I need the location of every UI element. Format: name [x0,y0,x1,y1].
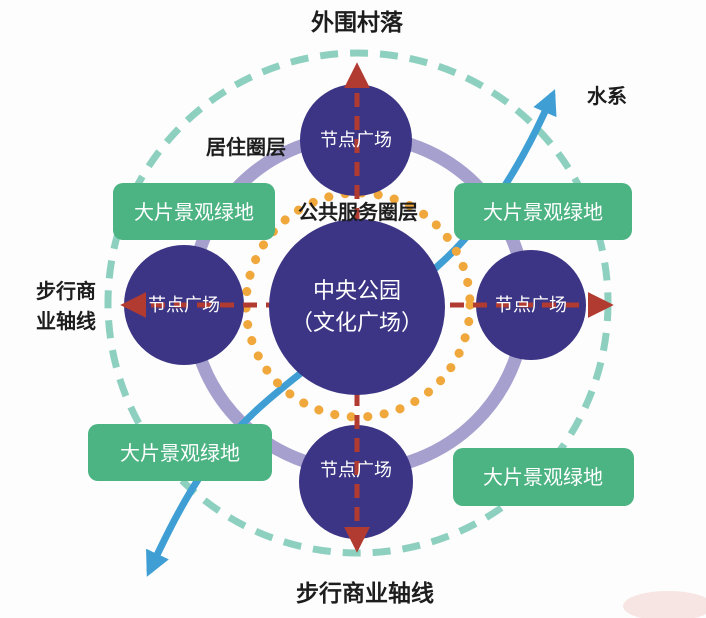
outer-villages-label: 外围村落 [311,9,404,35]
green-space-bottom-left-label: 大片景观绿地 [120,442,240,465]
node-plaza-top-label: 节点广场 [320,130,392,150]
node-plaza-left-label: 节点广场 [148,295,220,315]
central-park-circle [269,219,445,395]
green-space-top-left [113,183,275,240]
water-system-label: 水系 [587,85,627,108]
walk-axis-left-label-line2: 业轴线 [36,309,96,333]
green-space-top-right-label: 大片景观绿地 [483,201,603,224]
central-park-label-line2: （文化广场） [291,310,423,335]
green-space-top-right [454,183,632,240]
watermark-smudge [623,591,706,618]
central-park-label-line1: 中央公园 [313,278,401,303]
walk-axis-left-label-line1: 步行商 [36,279,96,303]
node-plaza-right-label: 节点广场 [495,295,567,315]
walk-axis-bottom-label: 步行商业轴线 [296,580,434,606]
residential-ring-label: 居住圈层 [206,135,286,159]
node-plaza-bottom-label: 节点广场 [320,460,392,480]
green-space-bottom-left [88,424,272,481]
green-space-bottom-right [453,448,634,506]
green-space-bottom-right-label: 大片景观绿地 [483,466,603,489]
public-service-ring-label: 公共服务圈层 [298,200,418,224]
green-space-top-left-label: 大片景观绿地 [134,201,254,224]
